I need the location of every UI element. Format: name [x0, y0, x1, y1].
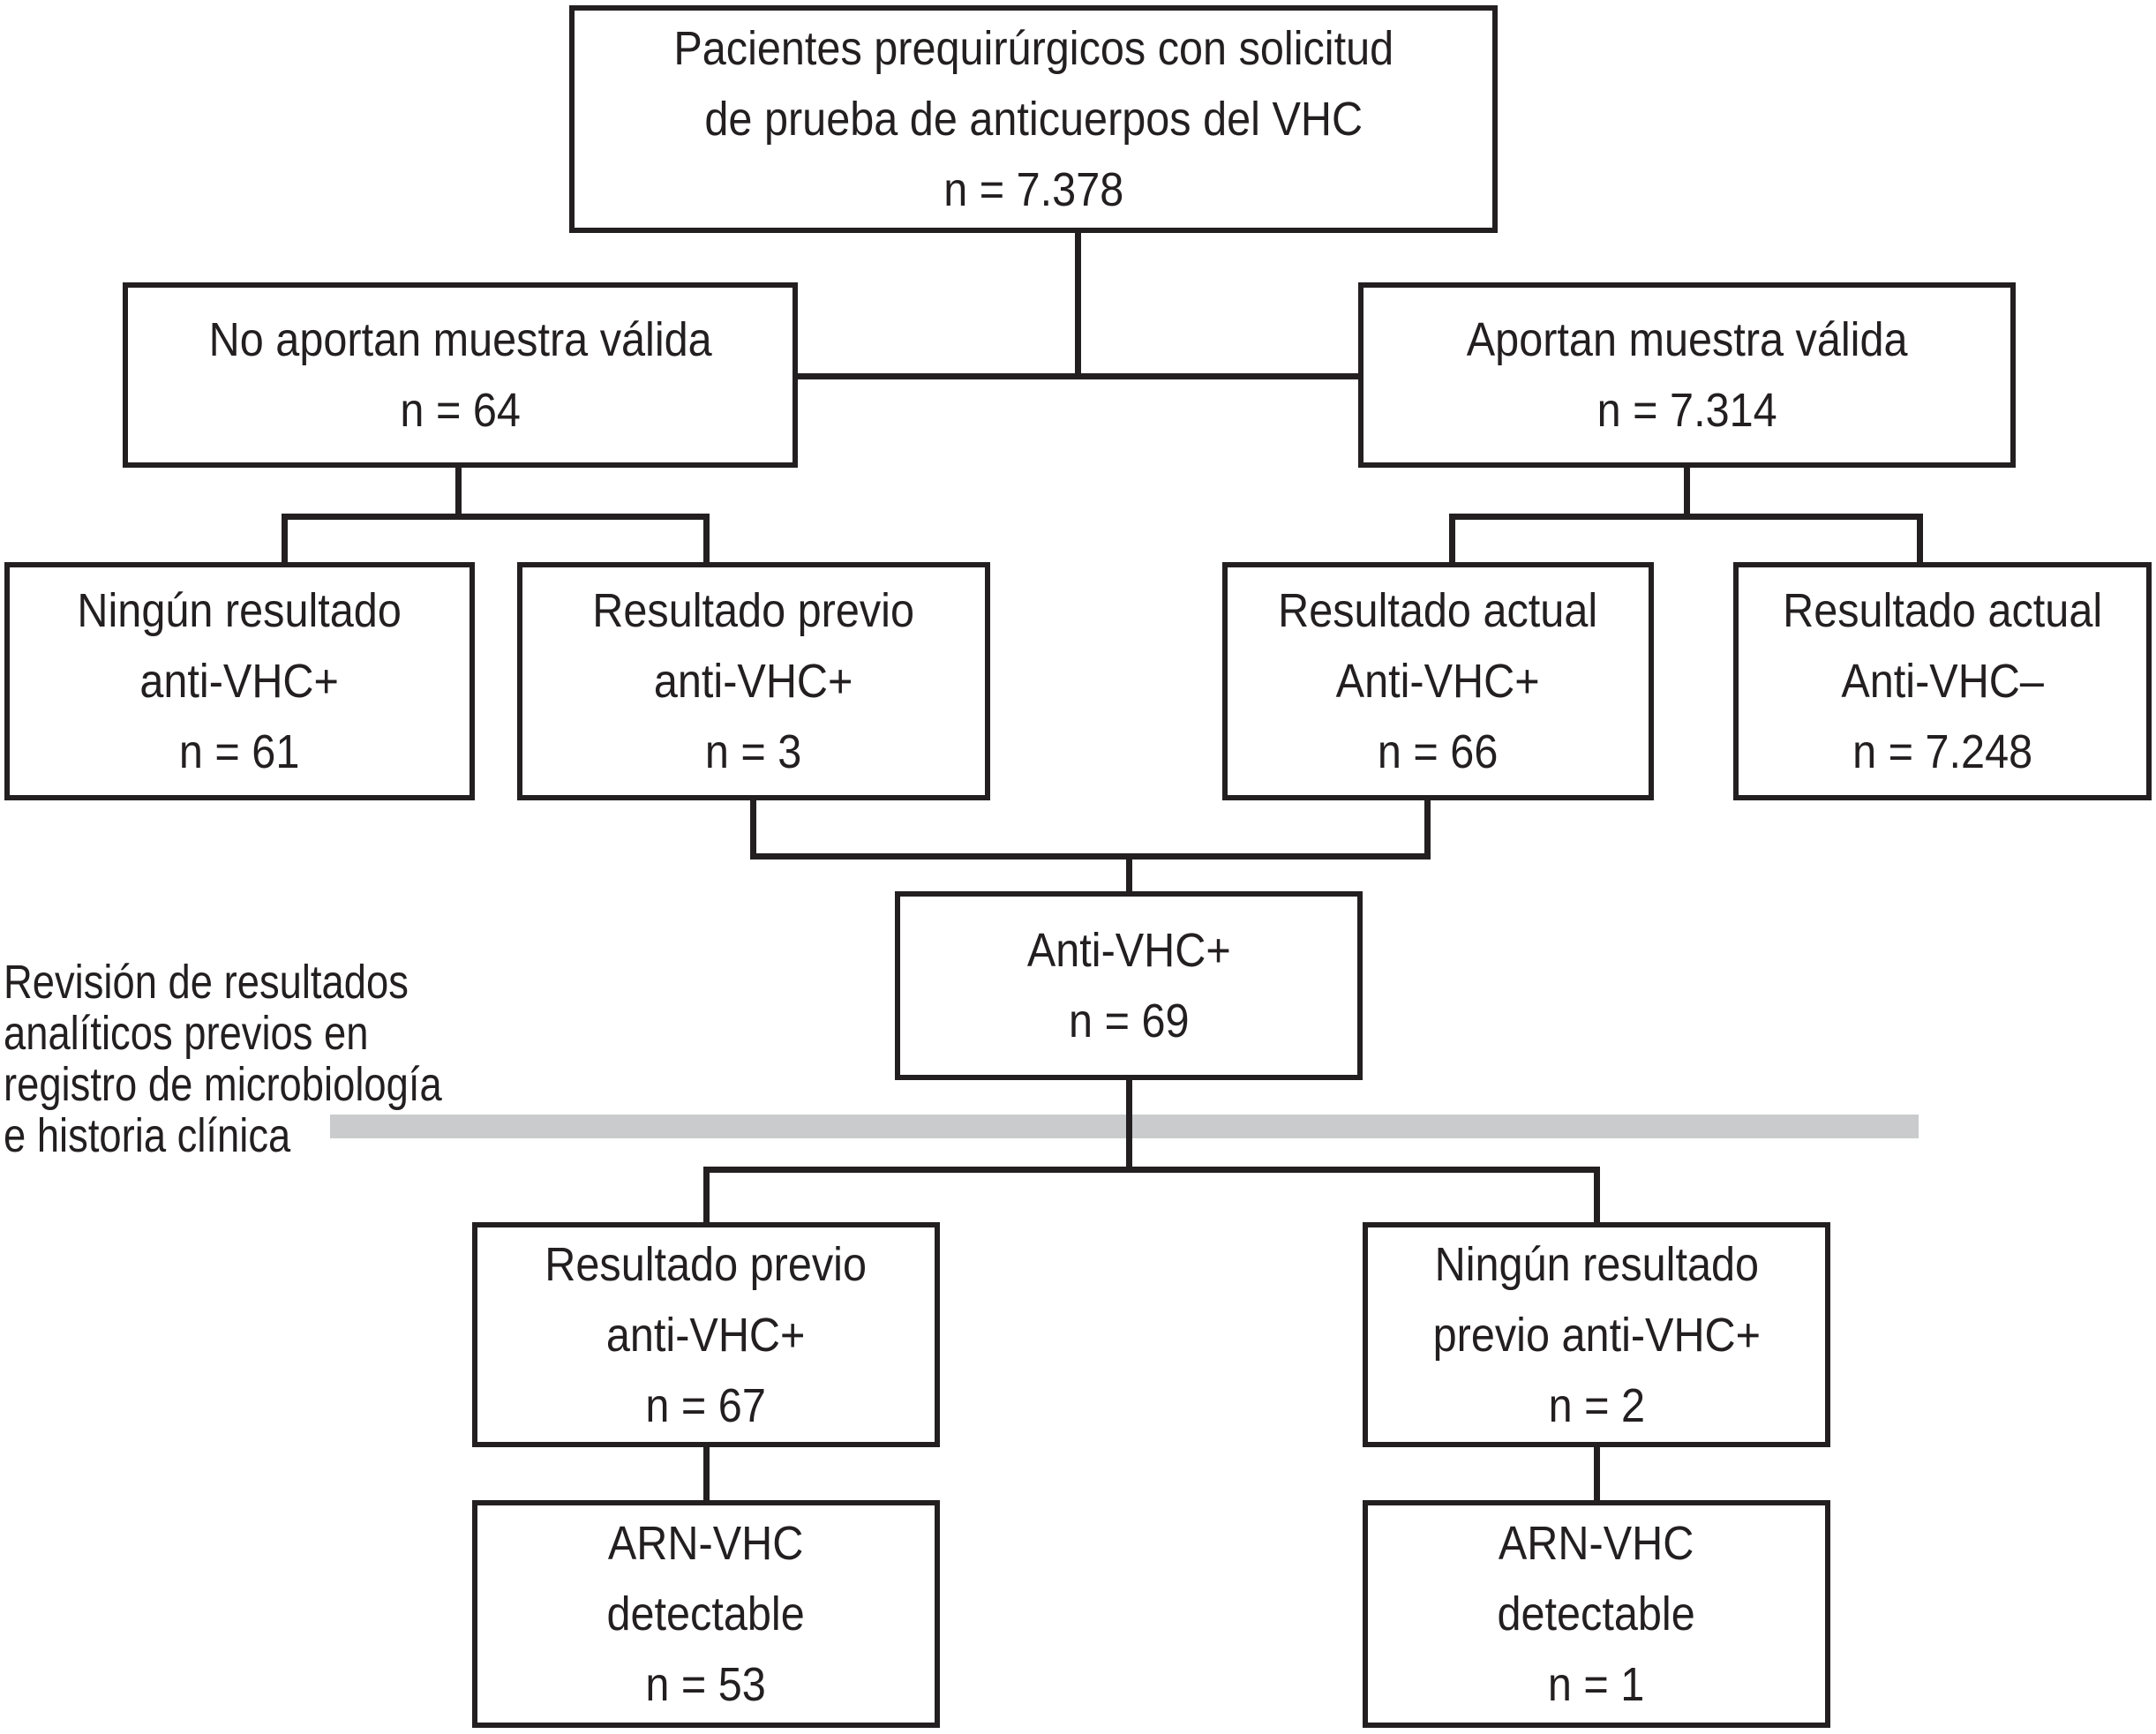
- node-text: ARN-VHC detectable n = 1: [1498, 1508, 1695, 1720]
- node-line: Anti-VHC+: [1026, 924, 1231, 977]
- node-count: n = 7.378: [943, 163, 1124, 216]
- node-line: de prueba de anticuerpos del VHC: [704, 93, 1363, 146]
- node-line: Resultado actual: [1278, 584, 1598, 637]
- node-count: n = 64: [400, 384, 521, 437]
- node-resultado-previo-anti-vhc-pos: Resultado previo anti-VHC+ n = 3: [517, 562, 990, 800]
- connector-review-split-horizontal: [703, 1167, 1600, 1173]
- node-resultado-previo-anti-vhc-pos-67: Resultado previo anti-VHC+ n = 67: [472, 1222, 940, 1447]
- node-line: Anti-VHC+: [1336, 655, 1540, 708]
- highlight-bar: [330, 1115, 1919, 1138]
- node-resultado-actual-anti-vhc-neg: Resultado actual Anti-VHC– n = 7.248: [1733, 562, 2152, 800]
- node-count: n = 67: [645, 1378, 767, 1432]
- node-line: ARN-VHC: [608, 1517, 804, 1570]
- node-count: n = 2: [1548, 1378, 1645, 1432]
- connector-into-arn1: [1594, 1447, 1600, 1500]
- connector-into-previo3: [703, 520, 710, 562]
- node-text: Resultado previo anti-VHC+ n = 3: [593, 575, 915, 787]
- connector-into-previo67: [703, 1173, 710, 1222]
- node-no-aportan-muestra-valida: No aportan muestra válida n = 64: [123, 282, 798, 468]
- node-line: Ningún resultado: [77, 584, 402, 637]
- node-line: detectable: [1497, 1588, 1696, 1640]
- node-line: Anti-VHC–: [1841, 655, 2044, 708]
- node-line: anti-VHC+: [654, 655, 853, 708]
- node-resultado-actual-anti-vhc-pos: Resultado actual Anti-VHC+ n = 66: [1222, 562, 1654, 800]
- node-text: Resultado actual Anti-VHC+ n = 66: [1278, 575, 1597, 787]
- node-count: n = 7.314: [1596, 384, 1777, 437]
- node-line: Resultado previo: [545, 1237, 868, 1291]
- connector-into-arn53: [703, 1447, 710, 1500]
- node-text: Resultado actual Anti-VHC– n = 7.248: [1783, 575, 2102, 787]
- node-line: anti-VHC+: [139, 655, 340, 708]
- connector-into-actual7248: [1917, 520, 1923, 562]
- node-text: ARN-VHC detectable n = 53: [607, 1508, 805, 1720]
- node-line: Resultado previo: [592, 584, 915, 637]
- connector-into-actual66: [1449, 520, 1455, 562]
- node-count: n = 53: [645, 1658, 767, 1711]
- node-count: n = 61: [179, 725, 300, 778]
- node-count: n = 3: [705, 725, 802, 778]
- node-count: n = 7.248: [1852, 725, 2033, 778]
- annotation-line: analíticos previos en: [4, 1007, 369, 1060]
- connector-row2-horizontal: [798, 373, 1358, 379]
- node-arn-vhc-detectable-53: ARN-VHC detectable n = 53: [472, 1500, 940, 1728]
- node-line: Pacientes prequirúrgicos con solicitud: [673, 22, 1394, 75]
- node-ningun-resultado-anti-vhc-pos: Ningún resultado anti-VHC+ n = 61: [4, 562, 475, 800]
- connector-merge-horizontal: [750, 853, 1431, 859]
- connector-actual66-down: [1424, 800, 1431, 859]
- node-count: n = 69: [1068, 995, 1190, 1047]
- annotation-line: Revisión de resultados: [4, 956, 409, 1009]
- connector-antivhc69-down: [1126, 1080, 1132, 1173]
- node-count: n = 1: [1548, 1658, 1645, 1711]
- node-pacientes-prequirurgicos: Pacientes prequirúrgicos con solicitud d…: [569, 5, 1498, 233]
- node-aportan-muestra-valida: Aportan muestra válida n = 7.314: [1358, 282, 2016, 468]
- node-text: Ningún resultado previo anti-VHC+ n = 2: [1432, 1229, 1760, 1441]
- connector-into-antivhc69: [1126, 859, 1132, 891]
- connector-aportan-down: [1684, 468, 1690, 520]
- node-line: anti-VHC+: [606, 1308, 806, 1362]
- node-line: No aportan muestra válida: [208, 313, 712, 366]
- connector-into-ningun61: [282, 520, 288, 562]
- node-arn-vhc-detectable-1: ARN-VHC detectable n = 1: [1363, 1500, 1830, 1728]
- node-line: detectable: [606, 1588, 806, 1640]
- connector-left-split-horizontal: [282, 514, 710, 520]
- node-count: n = 66: [1378, 725, 1499, 778]
- connector-noaportan-down: [455, 468, 462, 520]
- node-text: No aportan muestra válida n = 64: [208, 304, 711, 446]
- connector-into-ningunprevio2: [1594, 1173, 1600, 1222]
- node-text: Anti-VHC+ n = 69: [1027, 915, 1231, 1056]
- connector-right-split-horizontal: [1449, 514, 1923, 520]
- node-line: Ningún resultado: [1434, 1237, 1759, 1291]
- node-text: Pacientes prequirúrgicos con solicitud d…: [673, 13, 1394, 225]
- node-line: ARN-VHC: [1499, 1517, 1694, 1570]
- annotation-line: registro de microbiología: [4, 1058, 442, 1111]
- node-line: previo anti-VHC+: [1432, 1308, 1761, 1362]
- node-text: Resultado previo anti-VHC+ n = 67: [545, 1229, 868, 1441]
- node-line: Aportan muestra válida: [1466, 313, 1908, 366]
- node-text: Aportan muestra válida n = 7.314: [1467, 304, 1908, 446]
- annotation-revision-resultados: Revisión de resultados analíticos previo…: [4, 957, 442, 1161]
- node-line: Resultado actual: [1782, 584, 2103, 637]
- node-text: Ningún resultado anti-VHC+ n = 61: [78, 575, 402, 787]
- annotation-line: e historia clínica: [4, 1109, 291, 1162]
- connector-previo3-down: [750, 800, 756, 859]
- node-ningun-resultado-previo-anti-vhc-pos: Ningún resultado previo anti-VHC+ n = 2: [1363, 1222, 1830, 1447]
- connector-top-vertical: [1075, 233, 1081, 379]
- node-anti-vhc-pos-total: Anti-VHC+ n = 69: [895, 891, 1363, 1080]
